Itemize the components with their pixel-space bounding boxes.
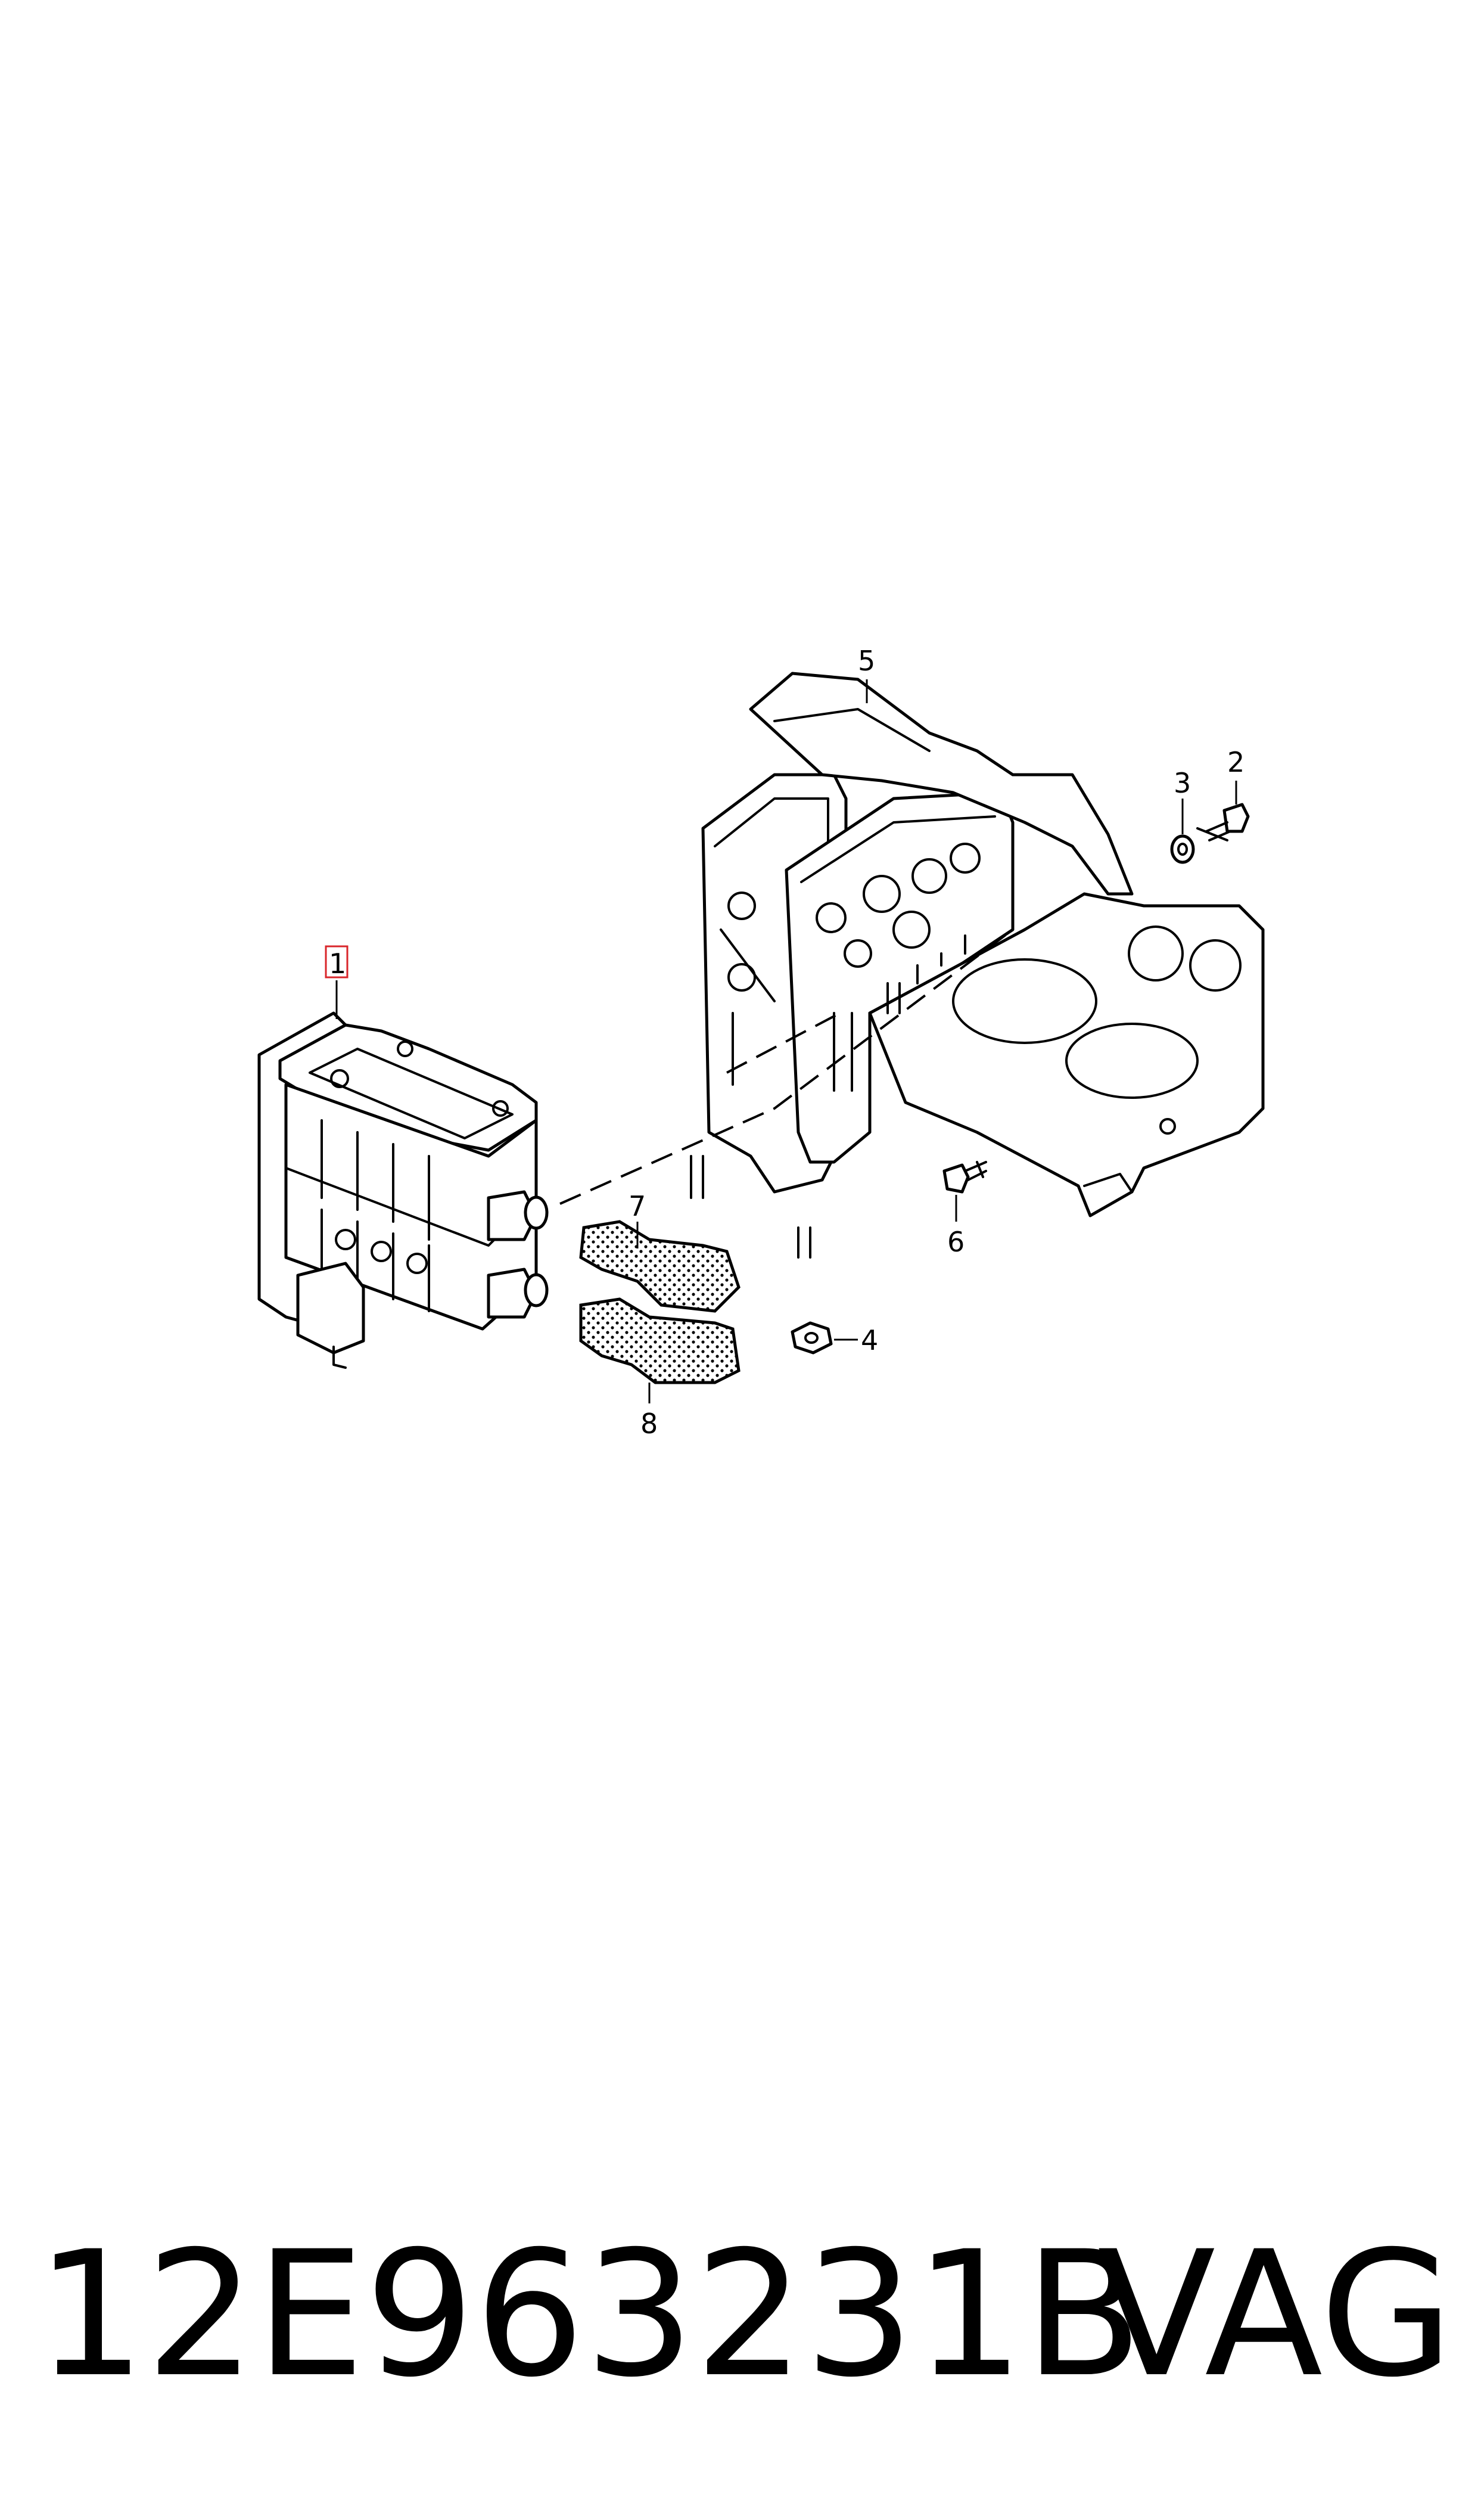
callout-8[interactable]: 8 (640, 1408, 658, 1440)
callout-7[interactable]: 7 (629, 1190, 646, 1222)
mounting-bracket (690, 672, 1265, 1259)
washer-3 (1170, 834, 1195, 864)
callout-1[interactable]: 1 (329, 948, 346, 980)
callout-3[interactable]: 3 (1174, 767, 1191, 799)
callout-5[interactable]: 5 (858, 645, 875, 677)
screw-6 (942, 1161, 987, 1194)
bolt-2 (1196, 803, 1250, 841)
brand-label: VAG (1097, 2214, 1454, 2415)
valve-body (257, 1011, 549, 1369)
assembly-line (559, 928, 1014, 1205)
callout-6[interactable]: 6 (947, 1226, 965, 1258)
callouts: 1 2 3 4 5 6 7 8 (325, 645, 1245, 1440)
callout-4[interactable]: 4 (861, 1324, 878, 1356)
hose-7 (579, 1220, 741, 1313)
footer: 12E963231B VAG (36, 2217, 1454, 2414)
assembly-line-upper (726, 1012, 841, 1074)
callout-2[interactable]: 2 (1227, 746, 1245, 778)
hose-8 (579, 1297, 741, 1384)
leader-lines (335, 679, 1237, 1403)
part-number: 12E963231B (36, 2214, 1143, 2415)
callout-1-highlight-box (325, 945, 349, 979)
nut-4 (791, 1321, 833, 1355)
